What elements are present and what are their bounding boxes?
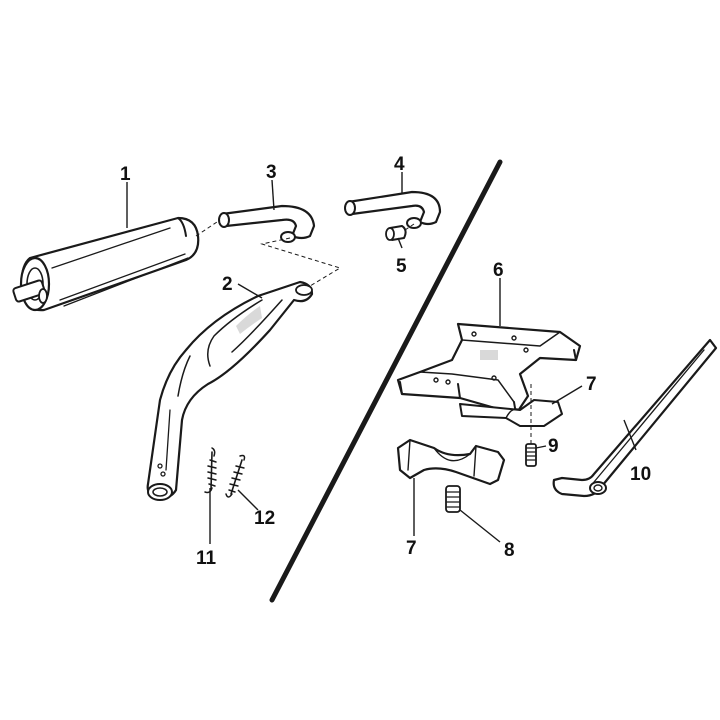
assembly-line-pipe-chamber xyxy=(260,237,342,287)
callout-5: 5 xyxy=(396,256,407,277)
short-sleeve xyxy=(385,225,407,241)
mounting-bracket-plate xyxy=(396,322,582,416)
bent-rubber-hose xyxy=(344,190,442,229)
callout-11: 11 xyxy=(196,548,217,569)
callout-12: 12 xyxy=(254,508,275,529)
callout-10: 10 xyxy=(630,464,651,485)
mount-bolt xyxy=(445,485,461,513)
tension-spring-11 xyxy=(204,447,217,494)
leader-10 xyxy=(623,419,637,451)
callout-4: 4 xyxy=(394,154,405,175)
callout-7-upper: 7 xyxy=(586,374,597,395)
small-screw xyxy=(525,384,537,467)
leader-2 xyxy=(237,283,263,299)
callout-6: 6 xyxy=(493,260,504,281)
callout-3: 3 xyxy=(266,162,277,183)
leader-8 xyxy=(459,509,501,543)
section-divider-line xyxy=(269,159,503,603)
leader-3 xyxy=(271,179,275,211)
mount-block-upper xyxy=(459,399,563,427)
callout-7-lower: 7 xyxy=(406,538,417,559)
assembly-line-muffler-pipe xyxy=(195,219,221,237)
tension-spring-12 xyxy=(225,454,246,498)
callout-8: 8 xyxy=(504,540,515,561)
assembly-line-hose-sleeve xyxy=(404,223,415,231)
muffler-silencer xyxy=(12,216,200,312)
bent-connector-pipe xyxy=(218,204,316,243)
mount-block-lower xyxy=(396,438,506,486)
leader-5 xyxy=(397,237,403,249)
bent-rod xyxy=(552,338,718,498)
callout-2: 2 xyxy=(222,274,233,295)
leader-7-upper xyxy=(551,385,583,405)
leader-9 xyxy=(535,445,547,449)
leader-12 xyxy=(237,489,259,511)
callout-9: 9 xyxy=(548,436,559,457)
callout-1: 1 xyxy=(120,164,131,185)
expansion-chamber xyxy=(146,280,314,501)
